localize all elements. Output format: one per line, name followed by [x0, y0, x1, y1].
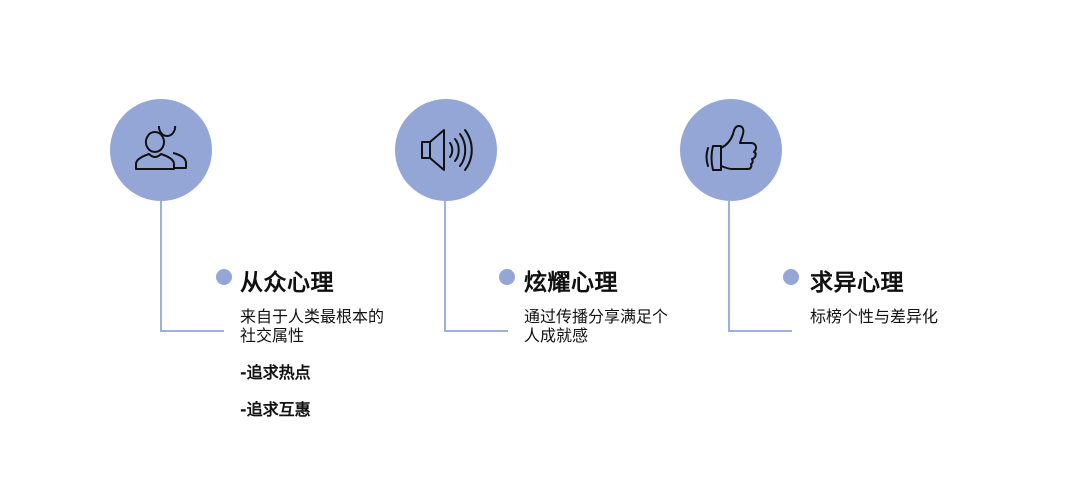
bullet-dot	[783, 269, 799, 285]
description-line: 人成就感	[524, 326, 589, 345]
connector-vertical	[444, 201, 446, 332]
item-description: 通过传播分享满足个 人成就感	[524, 307, 714, 345]
description-line: 标榜个性与差异化	[810, 307, 939, 326]
sub-point: -追求互惠	[240, 400, 311, 419]
circle-badge	[680, 99, 782, 201]
connector-horizontal	[444, 330, 508, 332]
bullet-dot	[499, 269, 515, 285]
users-icon	[133, 126, 189, 174]
speaker-icon	[418, 125, 474, 175]
item-description: 来自于人类最根本的 社交属性	[240, 307, 430, 345]
description-line: 来自于人类最根本的	[240, 307, 385, 326]
item-uniqueness: 求异心理 标榜个性与差异化	[0, 0, 938, 499]
connector-vertical	[160, 201, 162, 332]
circle-badge	[395, 99, 497, 201]
circle-badge	[110, 99, 212, 201]
description-line: 通过传播分享满足个	[524, 307, 669, 326]
thumbs-up-icon	[704, 122, 758, 178]
item-description: 标榜个性与差异化	[810, 307, 1000, 326]
item-title: 炫耀心理	[524, 270, 618, 296]
bullet-dot	[216, 269, 232, 285]
sub-point: -追求热点	[240, 363, 311, 382]
item-title: 求异心理	[810, 270, 904, 296]
item-showoff: 炫耀心理 通过传播分享满足个 人成就感	[0, 0, 668, 499]
description-line: 社交属性	[240, 326, 305, 345]
item-conformity: 从众心理 来自于人类最根本的 社交属性 -追求热点 -追求互惠	[0, 0, 384, 499]
connector-horizontal	[160, 330, 224, 332]
connector-vertical	[728, 201, 730, 332]
connector-horizontal	[728, 330, 792, 332]
item-title: 从众心理	[240, 270, 334, 296]
